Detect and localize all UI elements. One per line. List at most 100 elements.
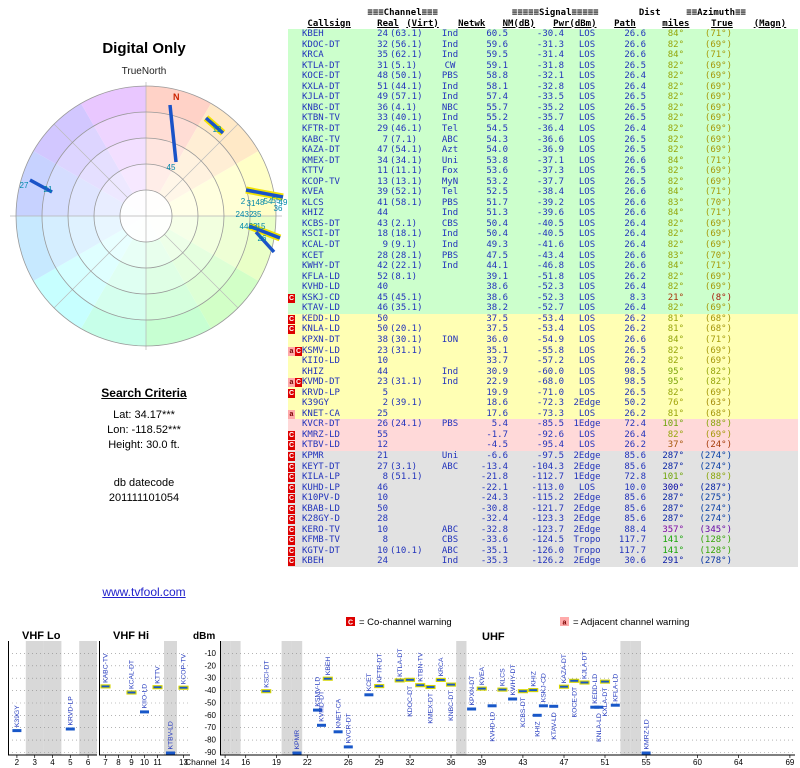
- cell-virtual-channel: [388, 535, 432, 546]
- warning-markers: C: [288, 472, 302, 483]
- cell-power-dbm: -55.8: [536, 345, 564, 356]
- cell-path: LOS: [578, 377, 596, 388]
- cell-path: 1Edge: [573, 419, 601, 430]
- cell-virtual-channel: (7.1): [390, 134, 418, 145]
- cell-virtual-channel: (56.1): [390, 39, 423, 50]
- cell-distance-miles: 26.2: [624, 408, 646, 419]
- cell-real-channel: 28: [377, 250, 388, 261]
- cell-callsign: KXLA-DT: [302, 81, 340, 92]
- warning-markers: [288, 92, 302, 103]
- chart-bar: [415, 683, 426, 688]
- cell-network: PBS: [441, 250, 459, 261]
- cell-path: LOS: [578, 366, 596, 377]
- chart-bar-label: KWHY-DT: [510, 664, 517, 695]
- cell-true-azimuth: 82°: [667, 387, 684, 398]
- cell-true-azimuth: 141°: [662, 545, 684, 556]
- gray-channel-stripe: [164, 641, 177, 755]
- warning-markers: [288, 166, 302, 177]
- plot-channel-label: 21: [44, 185, 53, 194]
- channel-tick-label: 55: [642, 758, 651, 767]
- cell-network: ABC: [441, 134, 459, 145]
- cell-distance-miles: 72.4: [624, 419, 646, 430]
- cell-true-azimuth: 84°: [667, 29, 684, 40]
- cell-real-channel: 28: [377, 514, 388, 525]
- cell-power-dbm: -36.6: [536, 134, 564, 145]
- cell-path: LOS: [578, 81, 596, 92]
- cell-nm-db: 30.9: [486, 366, 508, 377]
- cell-power-dbm: -113.0: [531, 482, 564, 493]
- chart-bar-label: KTAV-LD: [551, 712, 558, 739]
- cell-distance-miles: 26.6: [624, 187, 646, 198]
- channel-tick-label: 51: [601, 758, 610, 767]
- cell-nm-db: -33.6: [480, 535, 508, 546]
- cell-magnetic-azimuth: (71°): [704, 208, 732, 219]
- dbm-tick-label: -20: [204, 661, 216, 670]
- plot-channel-label: 48: [256, 198, 265, 207]
- co-channel-marker: C: [288, 515, 295, 525]
- cell-real-channel: 50: [377, 503, 388, 514]
- warning-markers: [288, 261, 302, 272]
- chart-bar-label: KNET-CA: [335, 698, 342, 728]
- cell-real-channel: 27: [377, 461, 388, 472]
- panel-axis: [99, 641, 190, 756]
- cell-magnetic-azimuth: (69°): [704, 113, 732, 124]
- warning-markers: [288, 29, 302, 40]
- plot-channel-label: 55: [272, 196, 281, 205]
- cell-real-channel: 23: [377, 377, 388, 388]
- cell-power-dbm: -121.7: [531, 503, 564, 514]
- col-virt: (Virt): [406, 18, 439, 29]
- cell-network: [432, 409, 468, 420]
- cell-nm-db: 55.7: [486, 102, 508, 113]
- cell-power-dbm: -85.5: [536, 419, 564, 430]
- cell-magnetic-azimuth: (69°): [704, 134, 732, 145]
- cell-power-dbm: -38.4: [536, 187, 564, 198]
- channel-tick-label: 6: [86, 758, 91, 767]
- cell-nm-db: 58.8: [486, 71, 508, 82]
- cell-real-channel: 47: [377, 145, 388, 156]
- cell-nm-db: 60.5: [486, 29, 508, 40]
- cell-nm-db: 55.2: [486, 113, 508, 124]
- chart-bar: [65, 727, 75, 731]
- co-channel-marker: C: [288, 462, 295, 472]
- cell-true-azimuth: 82°: [667, 166, 684, 177]
- chart-bar-label: KHIZ: [530, 671, 537, 686]
- compass-sector: [81, 86, 146, 216]
- cell-distance-miles: 26.4: [624, 282, 646, 293]
- cell-virtual-channel: [388, 525, 432, 536]
- cell-callsign: KSMV-LD: [302, 345, 340, 356]
- cell-real-channel: 44: [377, 208, 388, 219]
- cell-nm-db: -35.1: [480, 545, 508, 556]
- channel-tick-label: 7: [103, 758, 108, 767]
- warning-markers: C: [288, 546, 302, 557]
- svg-text:C: C: [348, 620, 353, 627]
- chart-bar-label: KRCA: [438, 657, 445, 676]
- cell-callsign: KUHD-LP: [302, 482, 340, 493]
- cell-callsign: KVEA: [302, 187, 324, 198]
- gray-channel-stripe: [456, 641, 467, 755]
- cell-nm-db: 38.6: [486, 292, 508, 303]
- dbm-tick-label: -10: [204, 649, 216, 658]
- cell-virtual-channel: (45.1): [390, 292, 423, 303]
- cell-power-dbm: -72.3: [536, 398, 564, 409]
- cell-true-azimuth: 287°: [662, 493, 684, 504]
- cell-distance-miles: 26.4: [624, 240, 646, 251]
- cell-network: Ind: [441, 229, 459, 240]
- cell-real-channel: 33: [377, 113, 388, 124]
- cell-real-channel: 42: [377, 261, 388, 272]
- chart-bar: [532, 713, 542, 717]
- warning-markers: [288, 156, 302, 167]
- cell-network: [432, 440, 468, 451]
- header-group-channel: ≡≡≡Channel≡≡≡: [367, 8, 438, 18]
- cell-real-channel: 13: [377, 176, 388, 187]
- cell-true-azimuth: 76°: [667, 398, 684, 409]
- cell-network: Uni: [441, 450, 459, 461]
- plot-channel-label: 31: [247, 199, 256, 208]
- cell-true-azimuth: 82°: [667, 71, 684, 82]
- cell-power-dbm: -124.5: [531, 535, 564, 546]
- tvfool-link[interactable]: www.tvfool.com: [102, 585, 186, 599]
- cell-network: Ind: [441, 366, 459, 377]
- cell-path: LOS: [578, 218, 596, 229]
- cell-path: LOS: [578, 292, 596, 303]
